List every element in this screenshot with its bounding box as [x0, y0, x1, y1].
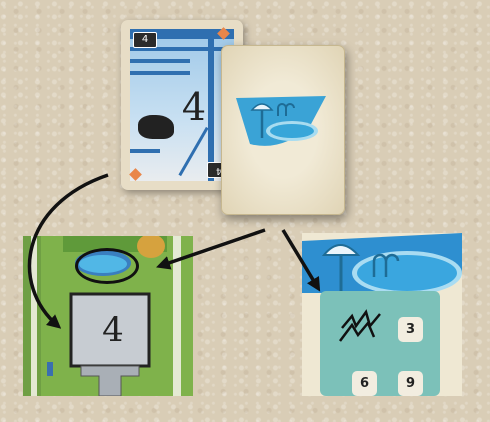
pool-value-box: 6 — [352, 371, 377, 396]
pool-effect-card[interactable] — [221, 45, 345, 215]
player-sheet-house-area: 4 — [23, 236, 193, 396]
house-card-corner-top: 4 — [133, 32, 157, 48]
pool-highlight-circle — [75, 248, 139, 284]
pool-value-box: 9 — [398, 371, 423, 396]
pool-value-box: 3 — [398, 317, 423, 342]
house-card-number: 4 — [181, 85, 207, 129]
pool-icon — [236, 96, 326, 146]
player-sheet-pool-track: 3 6 9 — [302, 233, 462, 396]
written-house-number: 4 — [102, 310, 124, 350]
house-card-artwork: 4 — [130, 29, 234, 181]
raccoon-icon — [138, 115, 174, 139]
